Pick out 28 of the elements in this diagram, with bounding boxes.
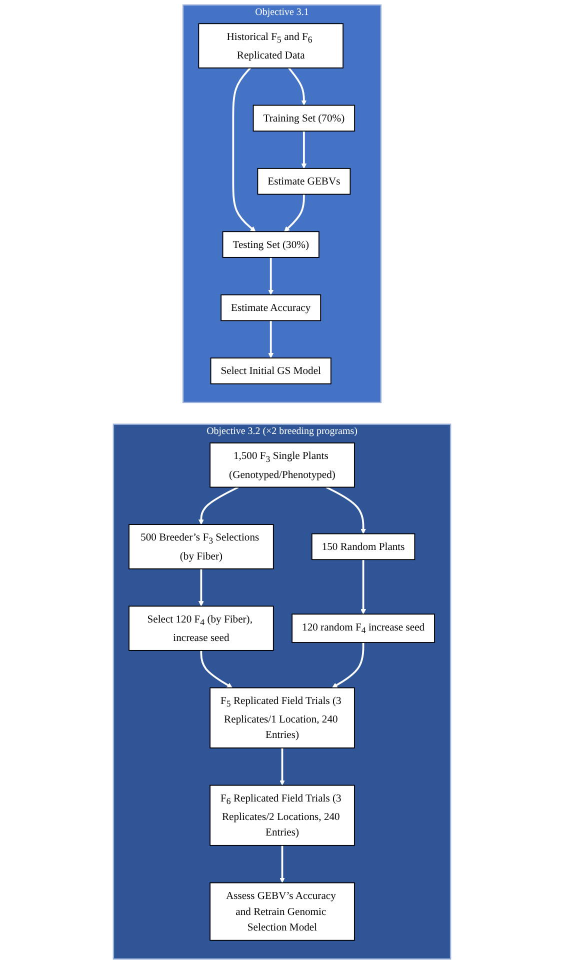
node-box: 150 Random Plants bbox=[311, 533, 416, 560]
arrow bbox=[332, 642, 364, 688]
node-box: Training Set (70%) bbox=[252, 104, 356, 132]
node-box: 1,500 F$_{3}$ Single Plants (Genotyped/Phenotyped) bbox=[210, 442, 355, 488]
arrow bbox=[280, 845, 285, 884]
arrow bbox=[288, 67, 307, 106]
node-box: Assess GEBV’s Accuracy and Retrain Genomic Selection Model bbox=[210, 882, 355, 941]
node-box: F$_{5}$ Replicated Field Trials (3 Replicates/1 Location, 240 Entries) bbox=[210, 687, 355, 748]
arrow bbox=[280, 748, 285, 786]
node-box: Select 120 F$_{4}$ (by Fiber), increase seed bbox=[128, 606, 274, 651]
arrow bbox=[360, 560, 366, 614]
node-box: Historical F$_{5}$ and F$_{6}$ Replicated Data bbox=[198, 23, 344, 68]
node-box: 500 Breeder’s F$_{3}$ Selections (by Fiber) bbox=[128, 524, 274, 570]
arrow bbox=[198, 568, 204, 606]
arrow bbox=[268, 257, 274, 296]
arrow bbox=[198, 486, 239, 525]
node-box: Testing Set (30%) bbox=[222, 231, 320, 258]
node-box: 120 random F$_{4}$ increase seed bbox=[292, 614, 435, 643]
arrow bbox=[284, 194, 305, 232]
node-box: F$_{6}$ Replicated Field Trials (3 Replicates/2 Locations, 240 Entries) bbox=[210, 784, 355, 846]
node-box: Estimate Accuracy bbox=[220, 294, 322, 322]
arrow bbox=[301, 131, 307, 169]
node-box: Select Initial GS Model bbox=[210, 358, 332, 384]
arrow bbox=[200, 650, 232, 688]
arrow bbox=[268, 320, 274, 358]
arrow bbox=[232, 67, 256, 232]
arrow bbox=[326, 486, 366, 534]
node-box: Estimate GEBVs bbox=[257, 168, 351, 195]
